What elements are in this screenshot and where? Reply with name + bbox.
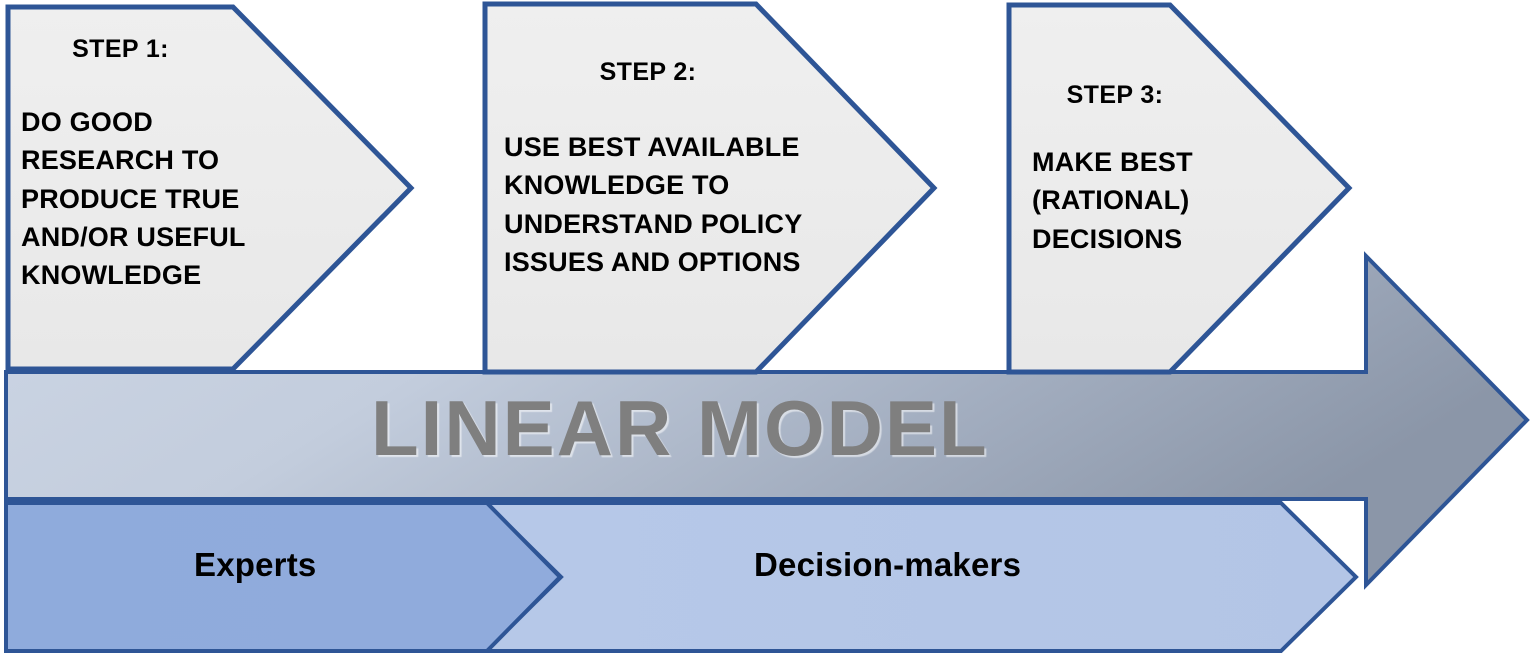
linear-model-title: LINEAR MODEL	[371, 384, 989, 472]
experts-chevron	[4, 501, 563, 653]
step-2-shape	[482, 1, 938, 375]
step-3-shape	[1006, 2, 1353, 375]
decision-makers-label: Decision-makers	[754, 546, 1022, 583]
linear-model-arrow	[4, 251, 1530, 590]
step-1-shape	[5, 4, 415, 372]
experts-label: Experts	[194, 546, 317, 583]
